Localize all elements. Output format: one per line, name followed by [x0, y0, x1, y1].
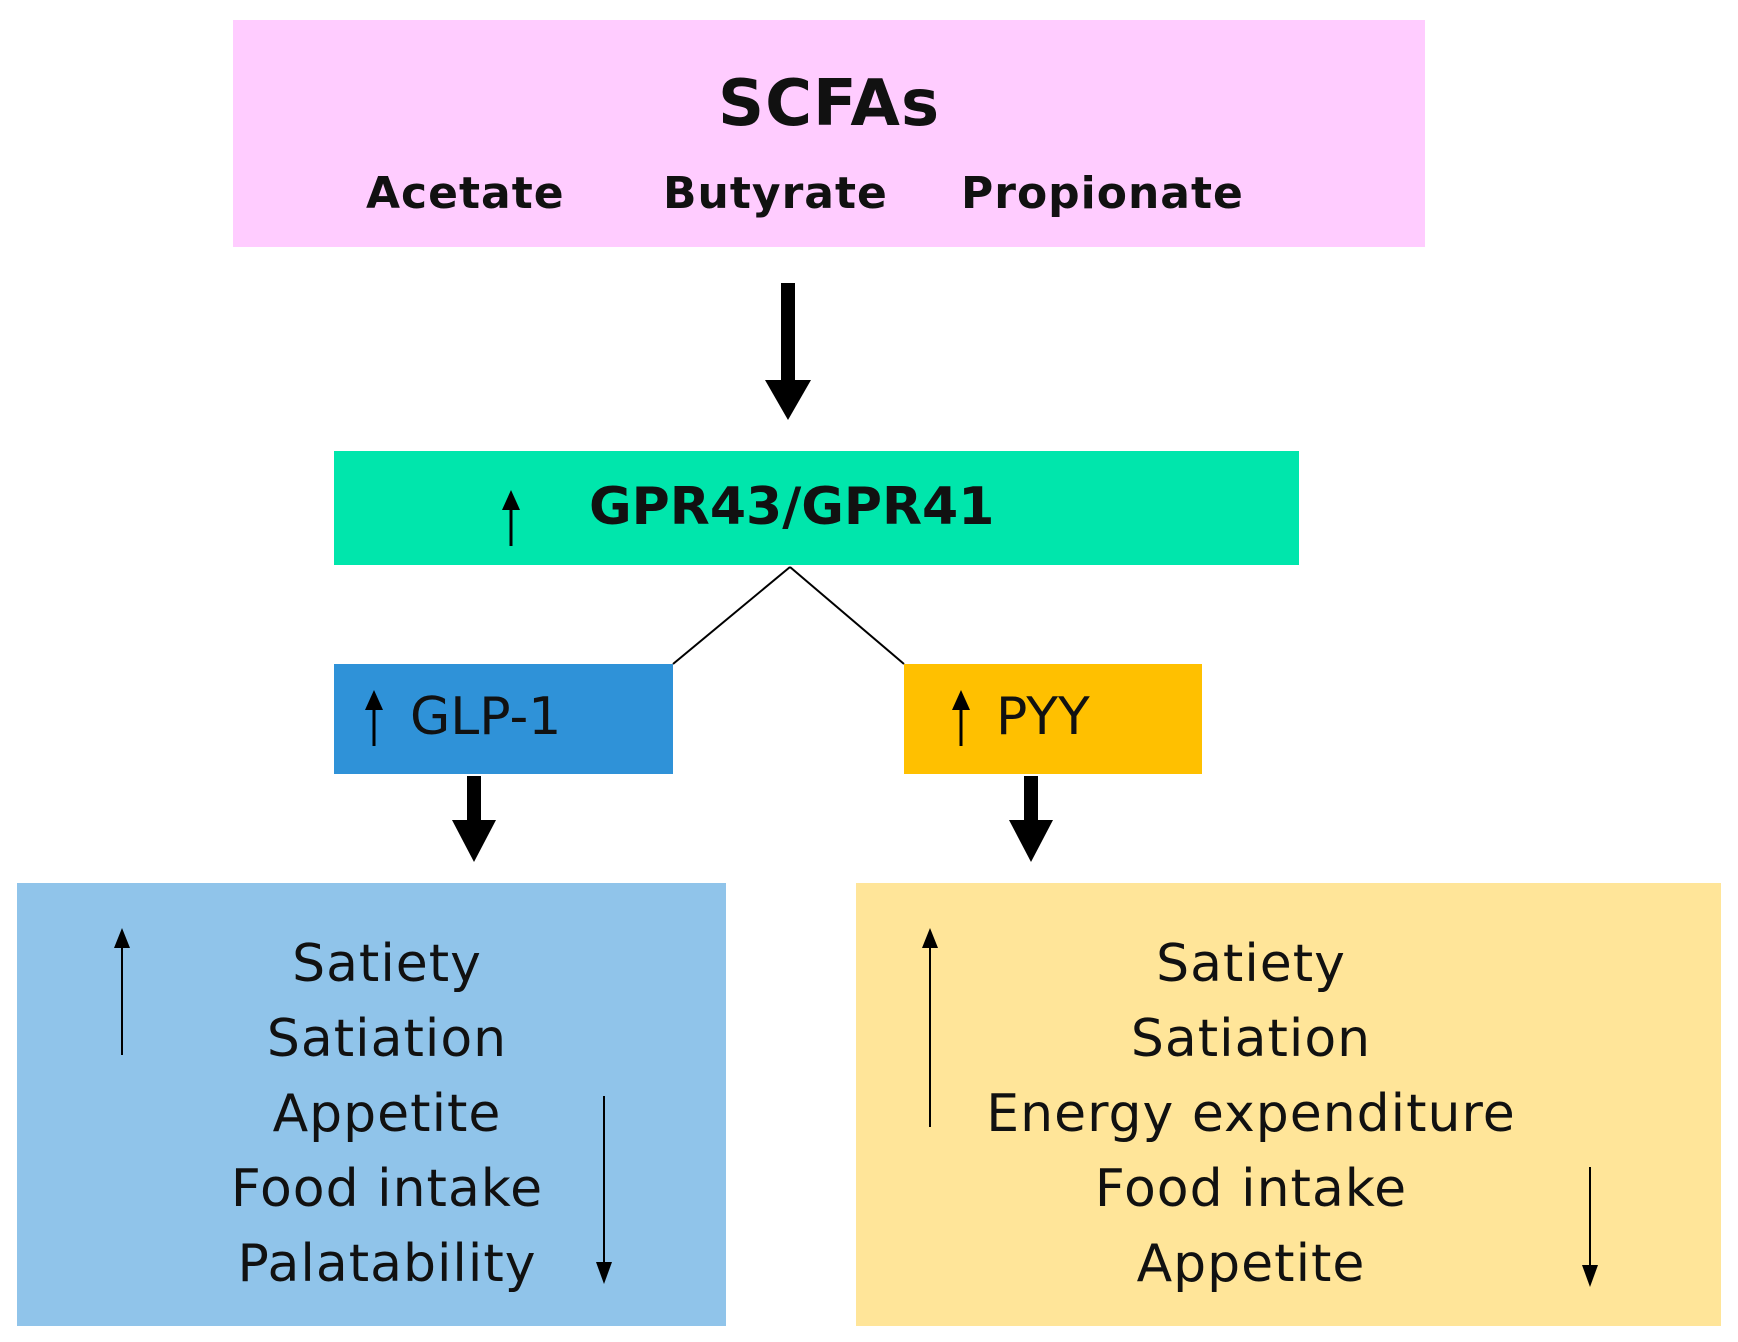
thick-down-arrow-icon: [765, 283, 811, 420]
pyy-effect-food-intake: Food intake: [1094, 1159, 1408, 1219]
scfa-acetate: Acetate: [366, 168, 565, 219]
pyy-effect-satiation: Satiation: [1130, 1009, 1372, 1069]
pyy-effect-energy-expenditure: Energy expenditure: [986, 1084, 1516, 1144]
pyy-label: PYY: [996, 687, 1090, 747]
scfa-propionate: Propionate: [961, 168, 1244, 219]
scfa-box: SCFAs Acetate Butyrate Propionate: [233, 20, 1425, 247]
scfa-title: SCFAs: [717, 67, 941, 141]
pyy-effect-satiety: Satiety: [1156, 934, 1346, 994]
glp1-effect-satiety: Satiety: [292, 934, 482, 994]
branch-connector-left: [672, 566, 791, 665]
pyy-box: PYY: [904, 664, 1202, 774]
thick-down-arrow-icon: [1009, 776, 1053, 862]
glp1-box: GLP-1: [334, 664, 673, 774]
receptor-box: GPR43/GPR41: [334, 451, 1299, 565]
glp1-effect-food-intake: Food intake: [230, 1159, 544, 1219]
glp1-effect-appetite: Appetite: [272, 1084, 502, 1144]
glp1-effect-satiation: Satiation: [266, 1009, 508, 1069]
pyy-effect-appetite: Appetite: [1136, 1234, 1366, 1294]
scfa-list: Acetate Butyrate Propionate: [233, 172, 1425, 222]
glp1-effects-box: Satiety Satiation Appetite Food intake P…: [17, 883, 726, 1326]
glp1-effect-palatability: Palatability: [237, 1234, 537, 1294]
pyy-effects-list: Satiety Satiation Energy expenditure Foo…: [926, 927, 1576, 1302]
glp1-effects-list: Satiety Satiation Appetite Food intake P…: [187, 927, 587, 1302]
receptor-label: GPR43/GPR41: [589, 477, 995, 537]
scfa-butyrate: Butyrate: [663, 168, 888, 219]
thick-down-arrow-icon: [452, 776, 496, 862]
glp1-label: GLP-1: [410, 687, 562, 747]
pyy-effects-box: Satiety Satiation Energy expenditure Foo…: [856, 883, 1721, 1326]
branch-connector-right: [789, 566, 905, 665]
